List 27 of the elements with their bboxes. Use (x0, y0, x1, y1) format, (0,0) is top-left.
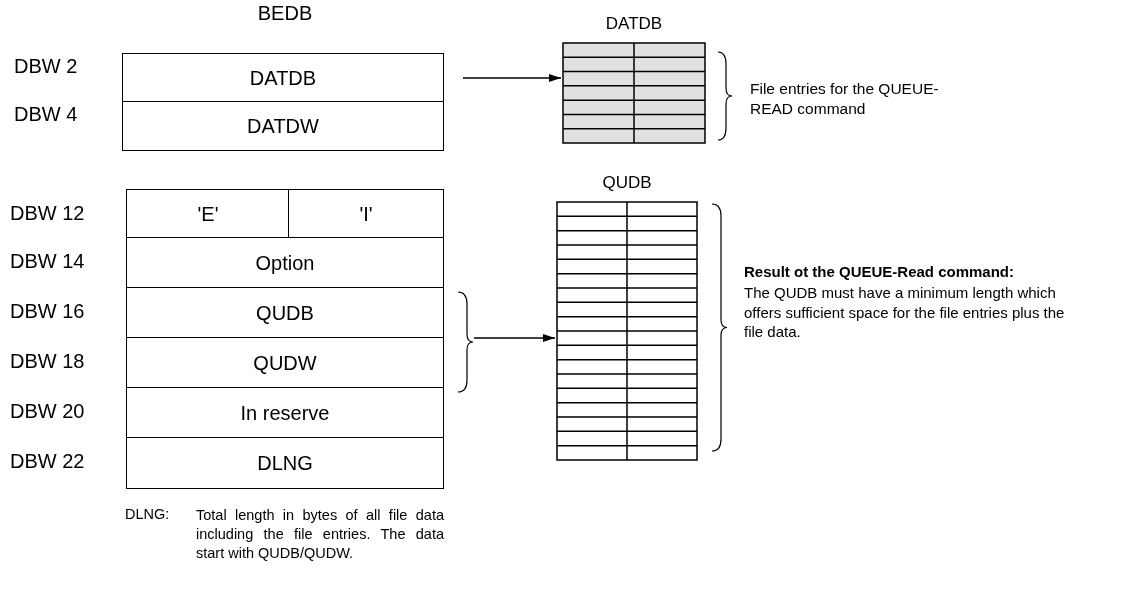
memory-word-cell: DLNG (126, 437, 444, 489)
word-address-label: DBW 16 (10, 300, 85, 323)
memory-word-cell: In reserve (126, 387, 444, 439)
table-heading: DATDB (604, 14, 664, 34)
arrow (462, 74, 562, 82)
word-address-label: DBW 20 (10, 400, 85, 423)
memory-word-cell: 'I' (288, 189, 444, 239)
memory-word-cell: QUDW (126, 337, 444, 389)
arrow (473, 334, 556, 342)
word-address-label: DBW 18 (10, 350, 85, 373)
memory-word-cell: QUDB (126, 287, 444, 339)
block-name-label: BEDB (256, 2, 314, 25)
annotation-text: File entries for the QUEUE-READ command (750, 79, 940, 120)
word-address-label: DBW 4 (14, 103, 78, 126)
table-heading: QUDB (601, 173, 653, 193)
memory-word-cell: 'E' (126, 189, 290, 239)
memory-word-cell: DATDB (122, 53, 444, 103)
memory-word-cell: DATDW (122, 101, 444, 151)
word-address-label: DBW 22 (10, 450, 85, 473)
note-text: Total length in bytes of all file data including the file entries. The data start with QUDB/QUDW. (196, 506, 444, 563)
word-address-label: DBW 12 (10, 202, 85, 225)
word-address-label: DBW 2 (14, 55, 78, 78)
word-address-label: DBW 14 (10, 250, 85, 273)
note-term: DLNG: (125, 506, 170, 522)
annotation-text: The QUDB must have a minimum length which offers sufficient space for the file entries plus the file data. (744, 283, 1066, 342)
memory-word-cell: Option (126, 237, 444, 289)
annotation-heading: Result ot the QUEUE-Read command: (744, 263, 1015, 280)
